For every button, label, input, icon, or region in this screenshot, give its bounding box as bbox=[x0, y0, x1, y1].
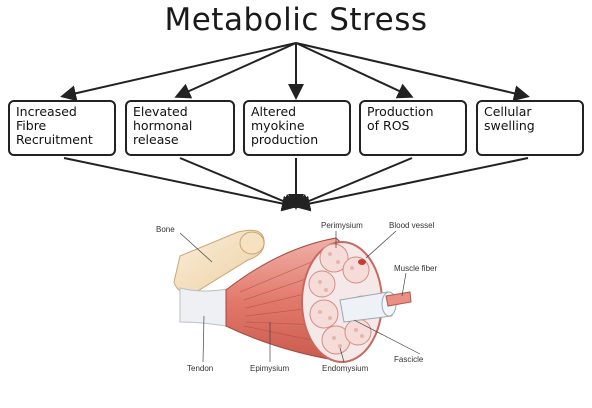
label-blood-vessel: Blood vessel bbox=[389, 221, 435, 230]
label-perimysium: Perimysium bbox=[321, 221, 363, 230]
label-muscle-fiber: Muscle fiber bbox=[394, 264, 437, 273]
box-line: Altered bbox=[251, 104, 297, 119]
box-line: Increased bbox=[16, 104, 77, 119]
muscle-illustration bbox=[173, 229, 412, 363]
label-tendon: Tendon bbox=[187, 364, 213, 373]
box-increased-fibre-recruitment: Increased Fibre Recruitment bbox=[8, 100, 116, 156]
label-fascicle: Fascicle bbox=[394, 355, 424, 364]
label-bone: Bone bbox=[156, 225, 175, 234]
box-production-of-ros: Production of ROS bbox=[359, 100, 467, 156]
box-line: release bbox=[133, 132, 179, 147]
box-line: Elevated bbox=[133, 104, 188, 119]
box-line: of ROS bbox=[367, 118, 410, 133]
converge-arrows bbox=[63, 157, 529, 212]
label-endomysium: Endomysium bbox=[322, 364, 369, 373]
diagram-title: Metabolic Stress bbox=[164, 2, 428, 38]
box-line: Fibre bbox=[16, 118, 47, 133]
muscle-fiber bbox=[385, 291, 412, 307]
box-line: Cellular bbox=[484, 104, 532, 119]
blood-vessel bbox=[358, 259, 366, 265]
box-altered-myokine-production: Altered myokine production bbox=[243, 100, 351, 156]
title-arrows bbox=[60, 42, 530, 102]
fascicle-tube bbox=[339, 291, 393, 323]
box-line: hormonal bbox=[133, 118, 193, 133]
box-line: myokine bbox=[251, 118, 305, 133]
box-line: Recruitment bbox=[16, 132, 93, 147]
box-line: production bbox=[251, 132, 319, 147]
box-cellular-swelling: Cellular swelling bbox=[476, 100, 584, 156]
box-line: Production bbox=[367, 104, 434, 119]
label-epimysium: Epimysium bbox=[250, 364, 289, 373]
box-line: swelling bbox=[484, 118, 535, 133]
box-elevated-hormonal-release: Elevated hormonal release bbox=[125, 100, 235, 156]
